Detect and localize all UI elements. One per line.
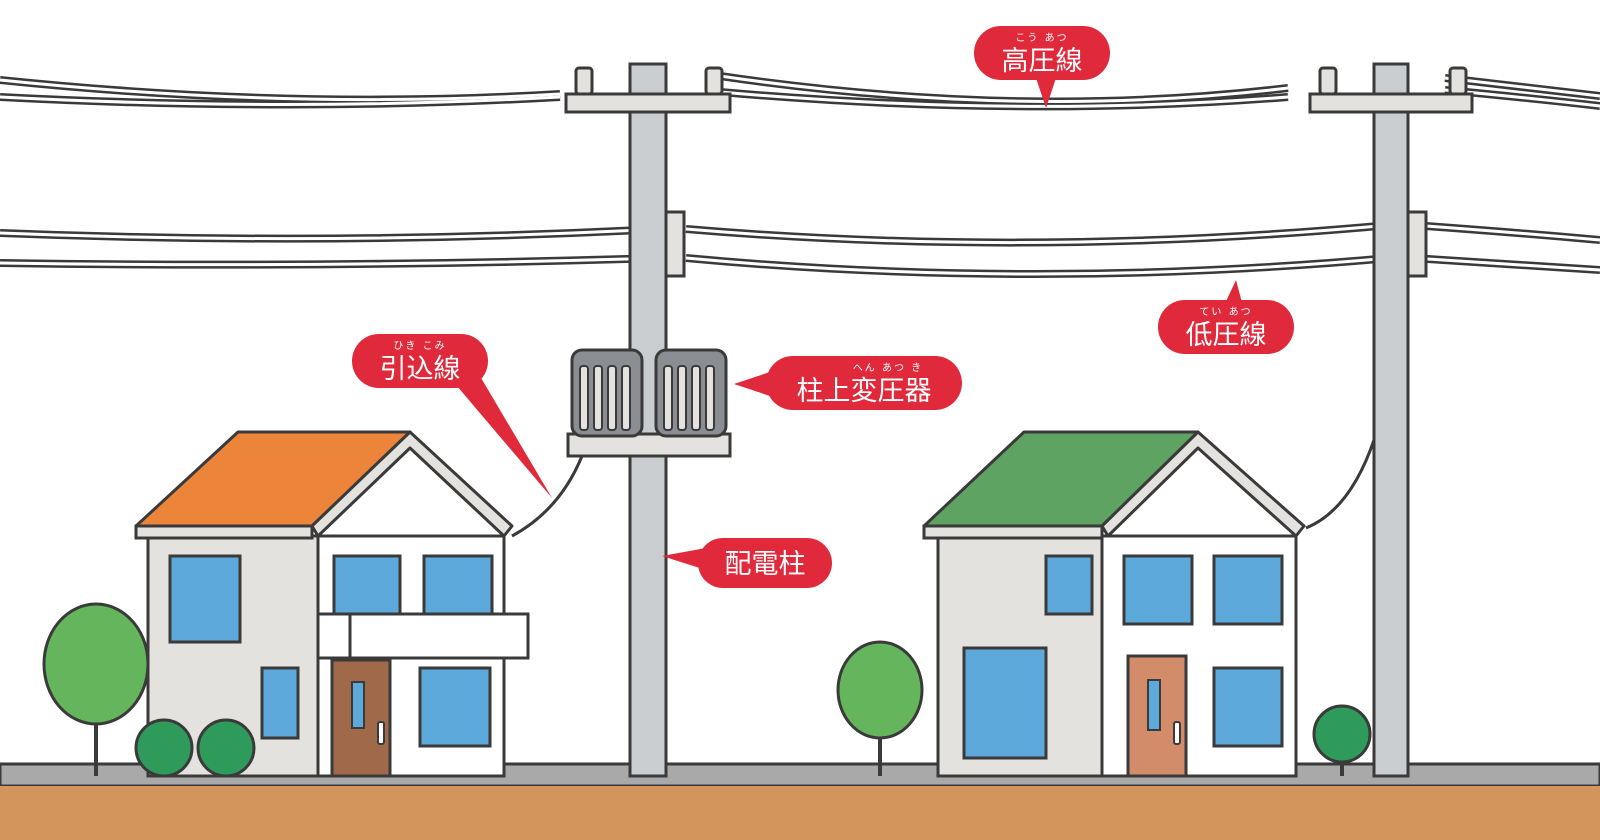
callout-low-voltage-line: てい あつ 低圧線 xyxy=(1158,280,1294,354)
callout-pole-transformer-ruby: へん あつ き xyxy=(853,362,923,374)
callout-low-voltage-label: 低圧線 xyxy=(1186,320,1267,351)
tree-left xyxy=(42,602,150,776)
shrubs-left xyxy=(134,718,256,778)
utility-pole-right xyxy=(1308,62,1474,778)
callout-utility-pole-label: 配電柱 xyxy=(725,549,806,580)
callout-service-drop-ruby: ひき こみ xyxy=(393,340,446,352)
callout-high-voltage-label: 高圧線 xyxy=(1002,46,1083,77)
callout-low-voltage-ruby: てい あつ xyxy=(1199,306,1252,318)
callout-utility-pole: 配電柱 xyxy=(662,538,832,588)
pole-transformer xyxy=(566,348,732,458)
callout-service-drop-label: 引込線 xyxy=(380,354,461,385)
house-left xyxy=(134,430,530,778)
service-drop-wires xyxy=(511,439,1376,538)
callout-high-voltage-line: こう あつ 高圧線 xyxy=(974,26,1110,108)
callout-high-voltage-ruby: こう あつ xyxy=(1015,32,1068,44)
utility-pole-left xyxy=(564,62,732,778)
house-right xyxy=(922,430,1306,778)
tree-middle xyxy=(836,640,924,776)
callout-service-drop: ひき こみ 引込線 xyxy=(352,334,552,498)
callout-pole-transformer: へん あつ き 柱上変圧器 xyxy=(734,356,962,410)
tree-right xyxy=(1312,704,1372,776)
callout-pole-transformer-label: 柱上変圧器 xyxy=(797,376,932,407)
